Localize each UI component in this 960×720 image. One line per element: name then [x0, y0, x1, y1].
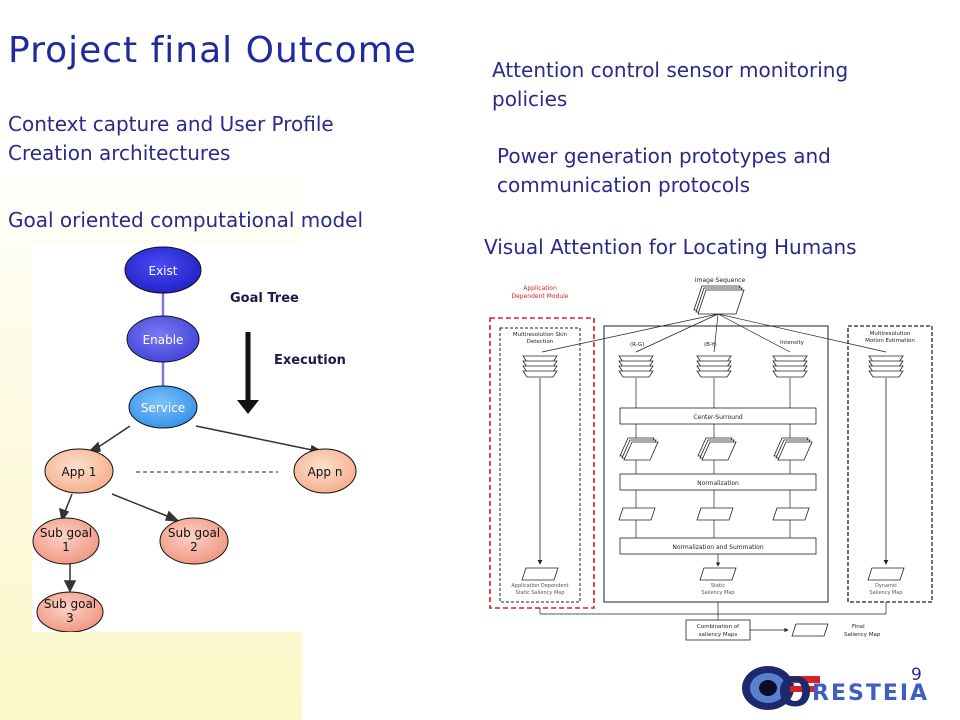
dynamic-map-label-b: Saliency Map	[869, 590, 902, 596]
app-module-label-a: Application	[523, 285, 557, 292]
rg-conspicuity-map	[618, 507, 656, 521]
node-app-n: App n	[293, 448, 357, 494]
static-map-label-a: Static	[711, 583, 726, 589]
power-generation-line-2: communication protocols	[497, 173, 751, 197]
node-sub-goal-2: Sub goal 2	[159, 517, 229, 565]
app-module-label-b: Dependent Module	[512, 293, 569, 300]
execution-arrowhead	[237, 400, 259, 414]
node-sub-goal-3-label-b: 3	[66, 611, 74, 625]
by-conspicuity-map	[696, 507, 734, 521]
goal-tree-diagram: Goal Tree Execution Exist Enable Service…	[32, 244, 378, 633]
power-generation-text: Power generation prototypes and communic…	[497, 142, 831, 200]
center-surround-label: Center-Surround	[693, 414, 743, 421]
skin-label-a: Multiresolution Skin	[513, 332, 568, 338]
attention-diagram-svg: Image Sequence Application Dependent Mod…	[489, 277, 933, 641]
by-feature-maps	[697, 437, 737, 461]
app-dependent-module-frame	[489, 317, 595, 609]
final-map-label-b: Saliency Map	[844, 632, 881, 638]
combination-label-b: saliency Maps	[699, 632, 738, 638]
node-enable-label: Enable	[143, 333, 184, 347]
oresteia-logo: O RESTEIA	[738, 660, 944, 716]
node-sub-goal-3-label-a: Sub goal	[44, 597, 96, 611]
visual-attention-text: Visual Attention for Locating Humans	[484, 235, 857, 259]
cs-to-maps-lines	[635, 424, 791, 438]
attention-control-text: Attention control sensor monitoring poli…	[492, 56, 848, 114]
goal-tree-arrows	[59, 425, 327, 593]
attention-control-line-2: policies	[492, 87, 568, 111]
page-number: 9	[911, 665, 922, 685]
sequence-fanout-lines	[541, 313, 887, 353]
image-sequence-block: Image Sequence	[693, 277, 746, 315]
node-sub-goal-1-label-a: Sub goal	[40, 526, 92, 540]
execution-label: Execution	[274, 353, 346, 368]
image-sequence-label: Image Sequence	[695, 277, 746, 284]
rg-pyramid	[618, 355, 654, 378]
node-sub-goal-3: Sub goal 3	[36, 591, 104, 633]
static-pathway-frame	[603, 325, 829, 603]
app-static-map-label-a: Application Dependent	[511, 583, 568, 589]
node-service-label: Service	[141, 401, 185, 415]
logo-eye-pupil	[759, 680, 777, 696]
goal-model-text: Goal oriented computational model	[8, 208, 364, 232]
intensity-conspicuity-map	[772, 507, 810, 521]
node-exist-label: Exist	[149, 264, 178, 278]
dynamic-map-label-a: Dynamic	[875, 583, 897, 589]
node-app-1: App 1	[44, 448, 114, 494]
conspicuity-to-sum-lines	[635, 520, 791, 538]
maps-to-norm-lines	[635, 460, 791, 474]
final-map-label-a: Final	[852, 624, 865, 630]
oresteia-logo-svg: O RESTEIA	[742, 666, 929, 716]
app-static-map-shape	[521, 567, 559, 581]
context-capture-text: Context capture and User Profile Creatio…	[8, 110, 334, 168]
logo-initial: O	[778, 670, 812, 716]
combination-label-a: Combination of	[697, 624, 740, 630]
by-pyramid	[696, 355, 732, 378]
skin-label-b: Detection	[527, 339, 554, 345]
node-service: Service	[128, 385, 198, 429]
rg-label: (R-G)	[630, 342, 644, 348]
static-map-label-b: Saliency Map	[701, 590, 734, 596]
intensity-label: Intensity	[780, 340, 805, 346]
page-title: Project final Outcome	[8, 30, 417, 71]
power-generation-line-1: Power generation prototypes and	[497, 144, 831, 168]
node-sub-goal-2-label-a: Sub goal	[168, 526, 220, 540]
logo-text: RESTEIA	[812, 681, 929, 706]
node-sub-goal-1: Sub goal 1	[32, 517, 100, 565]
final-saliency-map-shape	[791, 623, 829, 637]
static-saliency-map-shape	[699, 567, 737, 581]
motion-label-a: Multiresolution	[870, 331, 911, 337]
motion-label-b: Motion Estimation	[865, 338, 915, 344]
motion-pyramid	[868, 355, 904, 378]
normalization-box	[619, 473, 817, 491]
visual-attention-diagram: Image Sequence Application Dependent Mod…	[482, 272, 948, 650]
context-capture-line-1: Context capture and User Profile	[8, 112, 334, 136]
logo-red-bar-bottom	[790, 686, 814, 692]
dynamic-saliency-map-shape	[867, 567, 905, 581]
app-static-map-label-b: Static Saliency Map	[516, 590, 565, 596]
node-sub-goal-2-label-b: 2	[190, 540, 198, 554]
node-enable: Enable	[126, 315, 200, 363]
pyramid-to-cs-lines	[635, 378, 791, 408]
norm-to-conspicuity-lines	[635, 490, 791, 508]
rg-feature-maps	[619, 437, 659, 461]
center-surround-box	[619, 407, 817, 425]
intensity-pyramid	[772, 355, 808, 378]
skin-detection-frame	[499, 327, 581, 603]
goal-tree-svg: Goal Tree Execution Exist Enable Service…	[32, 246, 357, 633]
goal-tree-label: Goal Tree	[230, 291, 299, 306]
by-label: (B-Y)	[704, 342, 717, 348]
logo-red-bar-top	[790, 676, 820, 683]
normalization-label: Normalization	[697, 480, 739, 487]
node-app-n-label: App n	[308, 465, 343, 479]
motion-estimation-frame	[847, 325, 933, 603]
norm-summation-label: Normalization and Summation	[672, 544, 763, 551]
attention-control-line-1: Attention control sensor monitoring	[492, 58, 849, 82]
context-capture-line-2: Creation architectures	[8, 141, 231, 165]
skin-pyramid	[522, 355, 558, 378]
node-exist: Exist	[124, 246, 202, 294]
node-sub-goal-1-label-b: 1	[62, 540, 70, 554]
intensity-feature-maps	[773, 437, 813, 461]
combination-lines	[539, 602, 887, 620]
node-app-1-label: App 1	[62, 465, 97, 479]
